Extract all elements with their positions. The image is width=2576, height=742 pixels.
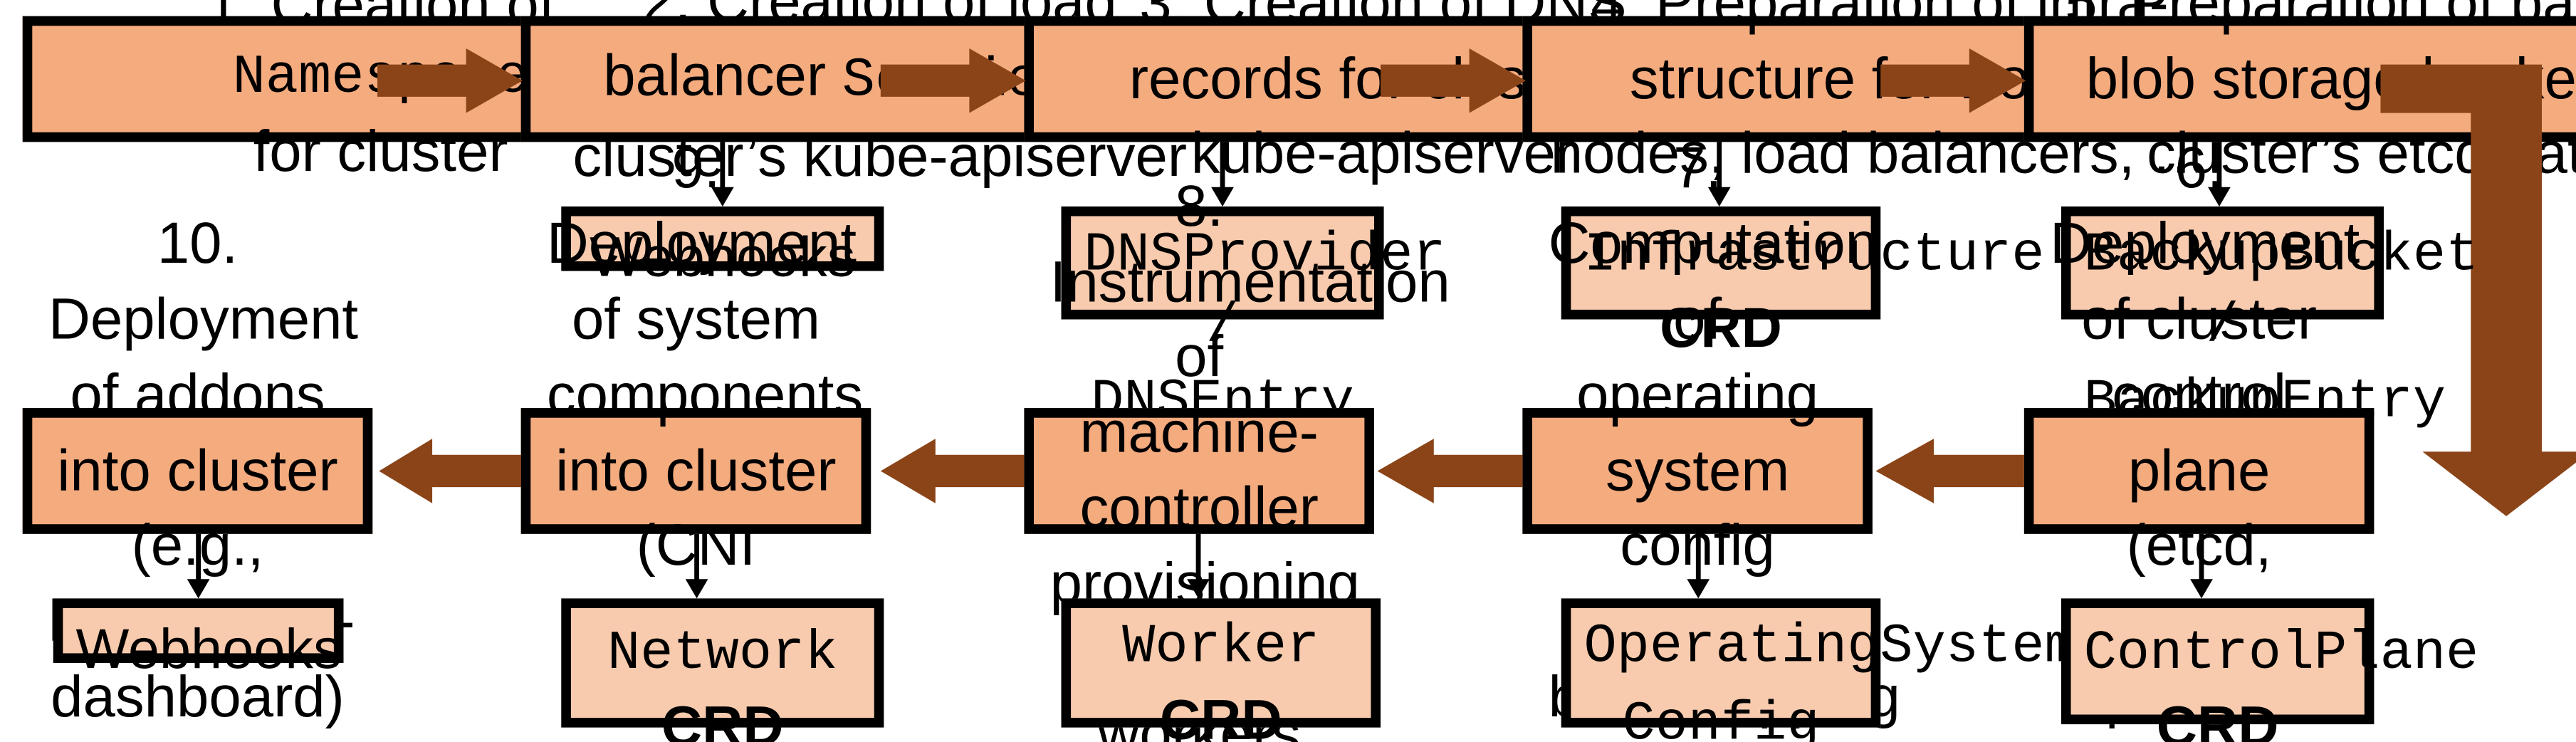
step-1-line-3: for cluster [253, 117, 508, 184]
step-box-9[interactable]: 9. Deployment of system components into … [520, 135, 871, 742]
step-6-line-1: 6. Deployment of cluster [2050, 134, 2360, 352]
step-7-line-1: 7. Computation of [1548, 134, 1878, 352]
connector-10-to-webhooks [182, 533, 214, 599]
sub-box-step-7-osc-crd[interactable]: OperatingSystem Config CRD [1561, 598, 2078, 742]
sub-box-step-4-infrastructure-crd[interactable]: Infrastructure CRD [1561, 206, 2045, 359]
connector-5-to-backupbucket-crd [2203, 142, 2235, 207]
flow-arrow-7-to-8 [1377, 439, 1523, 503]
flow-arrow-3-to-4 [1381, 48, 1526, 113]
connector-6-to-controlplane-crd [2185, 533, 2217, 599]
flow-arrow-8-to-9 [880, 439, 1025, 503]
step-8-line-1: 8. Instrumentation of [1049, 172, 1450, 390]
controlplane-token: ControlPlane [2083, 624, 2479, 686]
sub-row-worker-crd: Worker CRD [1071, 608, 1371, 742]
sub-row-webhooks: Webhooks [571, 216, 874, 302]
flow-arrow-4-to-5 [1880, 48, 2026, 113]
sub-row-controlplane-crd: ControlPlane CRD [2071, 608, 2479, 742]
crd-label: CRD [2156, 694, 2279, 742]
connector-8-to-worker-crd [1182, 533, 1214, 599]
sub-row-network-crd: Network CRD [571, 608, 874, 742]
flow-arrow-1-to-2 [377, 48, 523, 113]
step-6-line-2: control plane (etcd, [2112, 360, 2287, 578]
step-7-line-2: operating system config [1576, 360, 1819, 578]
connector-2-to-webhooks [706, 142, 738, 207]
flow-arrow-6-to-7 [1875, 439, 2024, 503]
flow-arrow-5-to-6-elbow [2380, 48, 2576, 516]
step-1-line-1: 1. Creation of [206, 0, 555, 38]
step-5-line-1: 5. Preparation of backup [2065, 0, 2576, 36]
sub-box-step-9-network-crd[interactable]: Network CRD Webhooks [561, 598, 884, 742]
connector-3-to-dns-crd [1206, 142, 1238, 207]
sub-box-step-2-webhooks[interactable]: Webhooks [561, 206, 884, 288]
worker-crd-line-1: Worker [1122, 617, 1320, 679]
step-8-line-2: machine-controller [1079, 398, 1319, 540]
step-box-7[interactable]: 7. Computation of operating system confi… [1522, 135, 1900, 742]
sub-box-step-8-worker-crd[interactable]: Worker CRD [1061, 598, 1381, 742]
connector-9-to-network-crd [681, 533, 713, 599]
controlplane-crd-text: ControlPlane CRD [2084, 615, 2479, 742]
sub-row-webhooks: Webhooks [63, 608, 342, 694]
sub-row-infrastructure-crd: Infrastructure CRD [1571, 216, 2045, 372]
sub-box-step-10-webhooks[interactable]: Webhooks [53, 598, 344, 681]
connector-7-to-osc-crd [1682, 533, 1714, 599]
step-box-6[interactable]: 6. Deployment of cluster control plane (… [2023, 135, 2375, 742]
flow-arrow-9-to-10 [379, 439, 521, 503]
step-10-line-1: 10. Deployment of addons [48, 209, 359, 427]
step-9-line-1: 9. Deployment of system [546, 134, 857, 352]
network-token: Network [607, 624, 838, 686]
infrastructure-crd-line-1: Infrastructure [1583, 226, 2045, 288]
sub-row-osc-crd: OperatingSystem Config CRD [1571, 608, 2078, 742]
webhooks-label: Webhooks [75, 617, 342, 681]
step-3-line-3: kube-apiserver [1190, 120, 1576, 187]
osc-crd-line-2: Config CRD [1583, 685, 1858, 742]
step-box-8[interactable]: 8. Instrumentation of machine-controller… [1024, 172, 1450, 742]
osc-crd-line-1: OperatingSystem [1583, 617, 2078, 679]
flow-arrow-2-to-3 [880, 48, 1026, 113]
osc-config-token: Config [1622, 694, 1820, 742]
worker-crd-line-2: CRD [1159, 688, 1282, 742]
step-2-line-2-a: balancer [603, 42, 842, 109]
connector-4-to-infrastructure-crd [1703, 142, 1735, 207]
crd-label: CRD [661, 694, 784, 742]
network-crd-text: Network CRD [584, 615, 862, 742]
infrastructure-crd-line-2: CRD [1660, 296, 1782, 360]
step-9-line-2: components into cluster [546, 360, 864, 503]
sub-box-step-6-controlplane-crd[interactable]: ControlPlane CRD Webhooks [2061, 598, 2478, 742]
step-box-10[interactable]: 10. Deployment of addons into cluster (e… [22, 210, 373, 729]
backupbucket-crd-line-1: BackupBucket / [2083, 226, 2479, 357]
webhooks-label: Webhooks [590, 226, 856, 289]
